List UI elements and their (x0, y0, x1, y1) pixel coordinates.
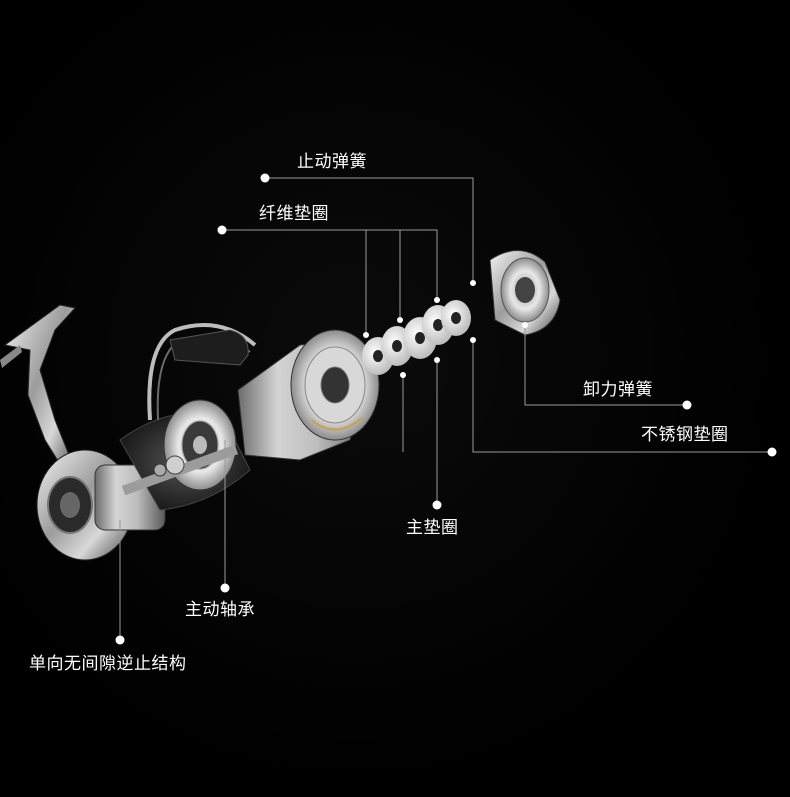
dot-drive-bearing (220, 583, 230, 593)
leader-stainless-washer (472, 340, 772, 453)
label-anti-reverse: 单向无间隙逆止结构 (29, 654, 187, 674)
dot-fiber-washer (217, 225, 227, 235)
dot-main-washer (432, 500, 442, 510)
washer-stack (362, 300, 471, 375)
leader-fiber-washer (222, 229, 438, 300)
label-drive-bearing: 主动轴承 (185, 600, 255, 620)
label-release-spring: 卸力弹簧 (583, 380, 653, 400)
reel-bail-arm (147, 323, 257, 421)
spool (237, 329, 380, 461)
drag-cap (489, 250, 561, 336)
leader-stop-spring (265, 177, 474, 283)
dot-stop-spring (260, 173, 270, 183)
dot-anti-reverse (115, 635, 125, 645)
label-stainless-washer: 不锈钢垫圈 (641, 425, 729, 445)
reel-handle-arm (0, 304, 76, 482)
leader-lines (119, 177, 772, 640)
dot-release-spring (682, 400, 692, 410)
label-fiber-washer: 纤维垫圈 (259, 204, 329, 224)
leader-release-spring (524, 325, 687, 406)
label-main-washer: 主垫圈 (406, 518, 459, 538)
leader-dots (115, 173, 777, 645)
label-stop-spring: 止动弹簧 (297, 152, 367, 172)
dot-stainless-washer (767, 447, 777, 457)
main-shaft (121, 444, 239, 496)
